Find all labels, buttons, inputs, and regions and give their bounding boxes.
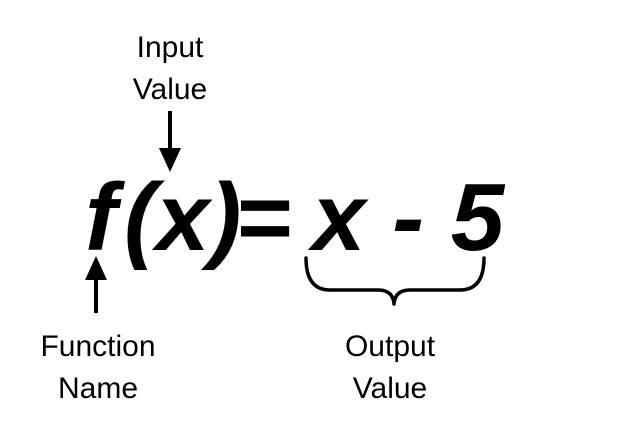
function-name-label-line-1: Function <box>40 330 156 363</box>
output-value-label-line-1: Output <box>344 330 436 363</box>
equation-equals-sign: = <box>237 164 294 271</box>
input-value-label-line-1: Input <box>136 31 204 64</box>
output-value-label-line-2: Value <box>352 372 428 405</box>
function-name-label-line-2: Name <box>57 372 139 405</box>
equation-input-part: (x) <box>124 164 242 271</box>
function-name-label: Function Name <box>18 326 178 410</box>
function-name-arrow-icon <box>85 256 107 313</box>
equation-function-name: f <box>85 164 117 271</box>
output-brace-icon <box>304 256 486 306</box>
input-value-label-line-2: Value <box>132 73 208 106</box>
input-value-label: Input Value <box>105 27 235 111</box>
input-arrow-icon <box>159 111 181 172</box>
output-value-label: Output Value <box>325 326 455 410</box>
equation-output-expression: x - 5 <box>312 164 505 271</box>
